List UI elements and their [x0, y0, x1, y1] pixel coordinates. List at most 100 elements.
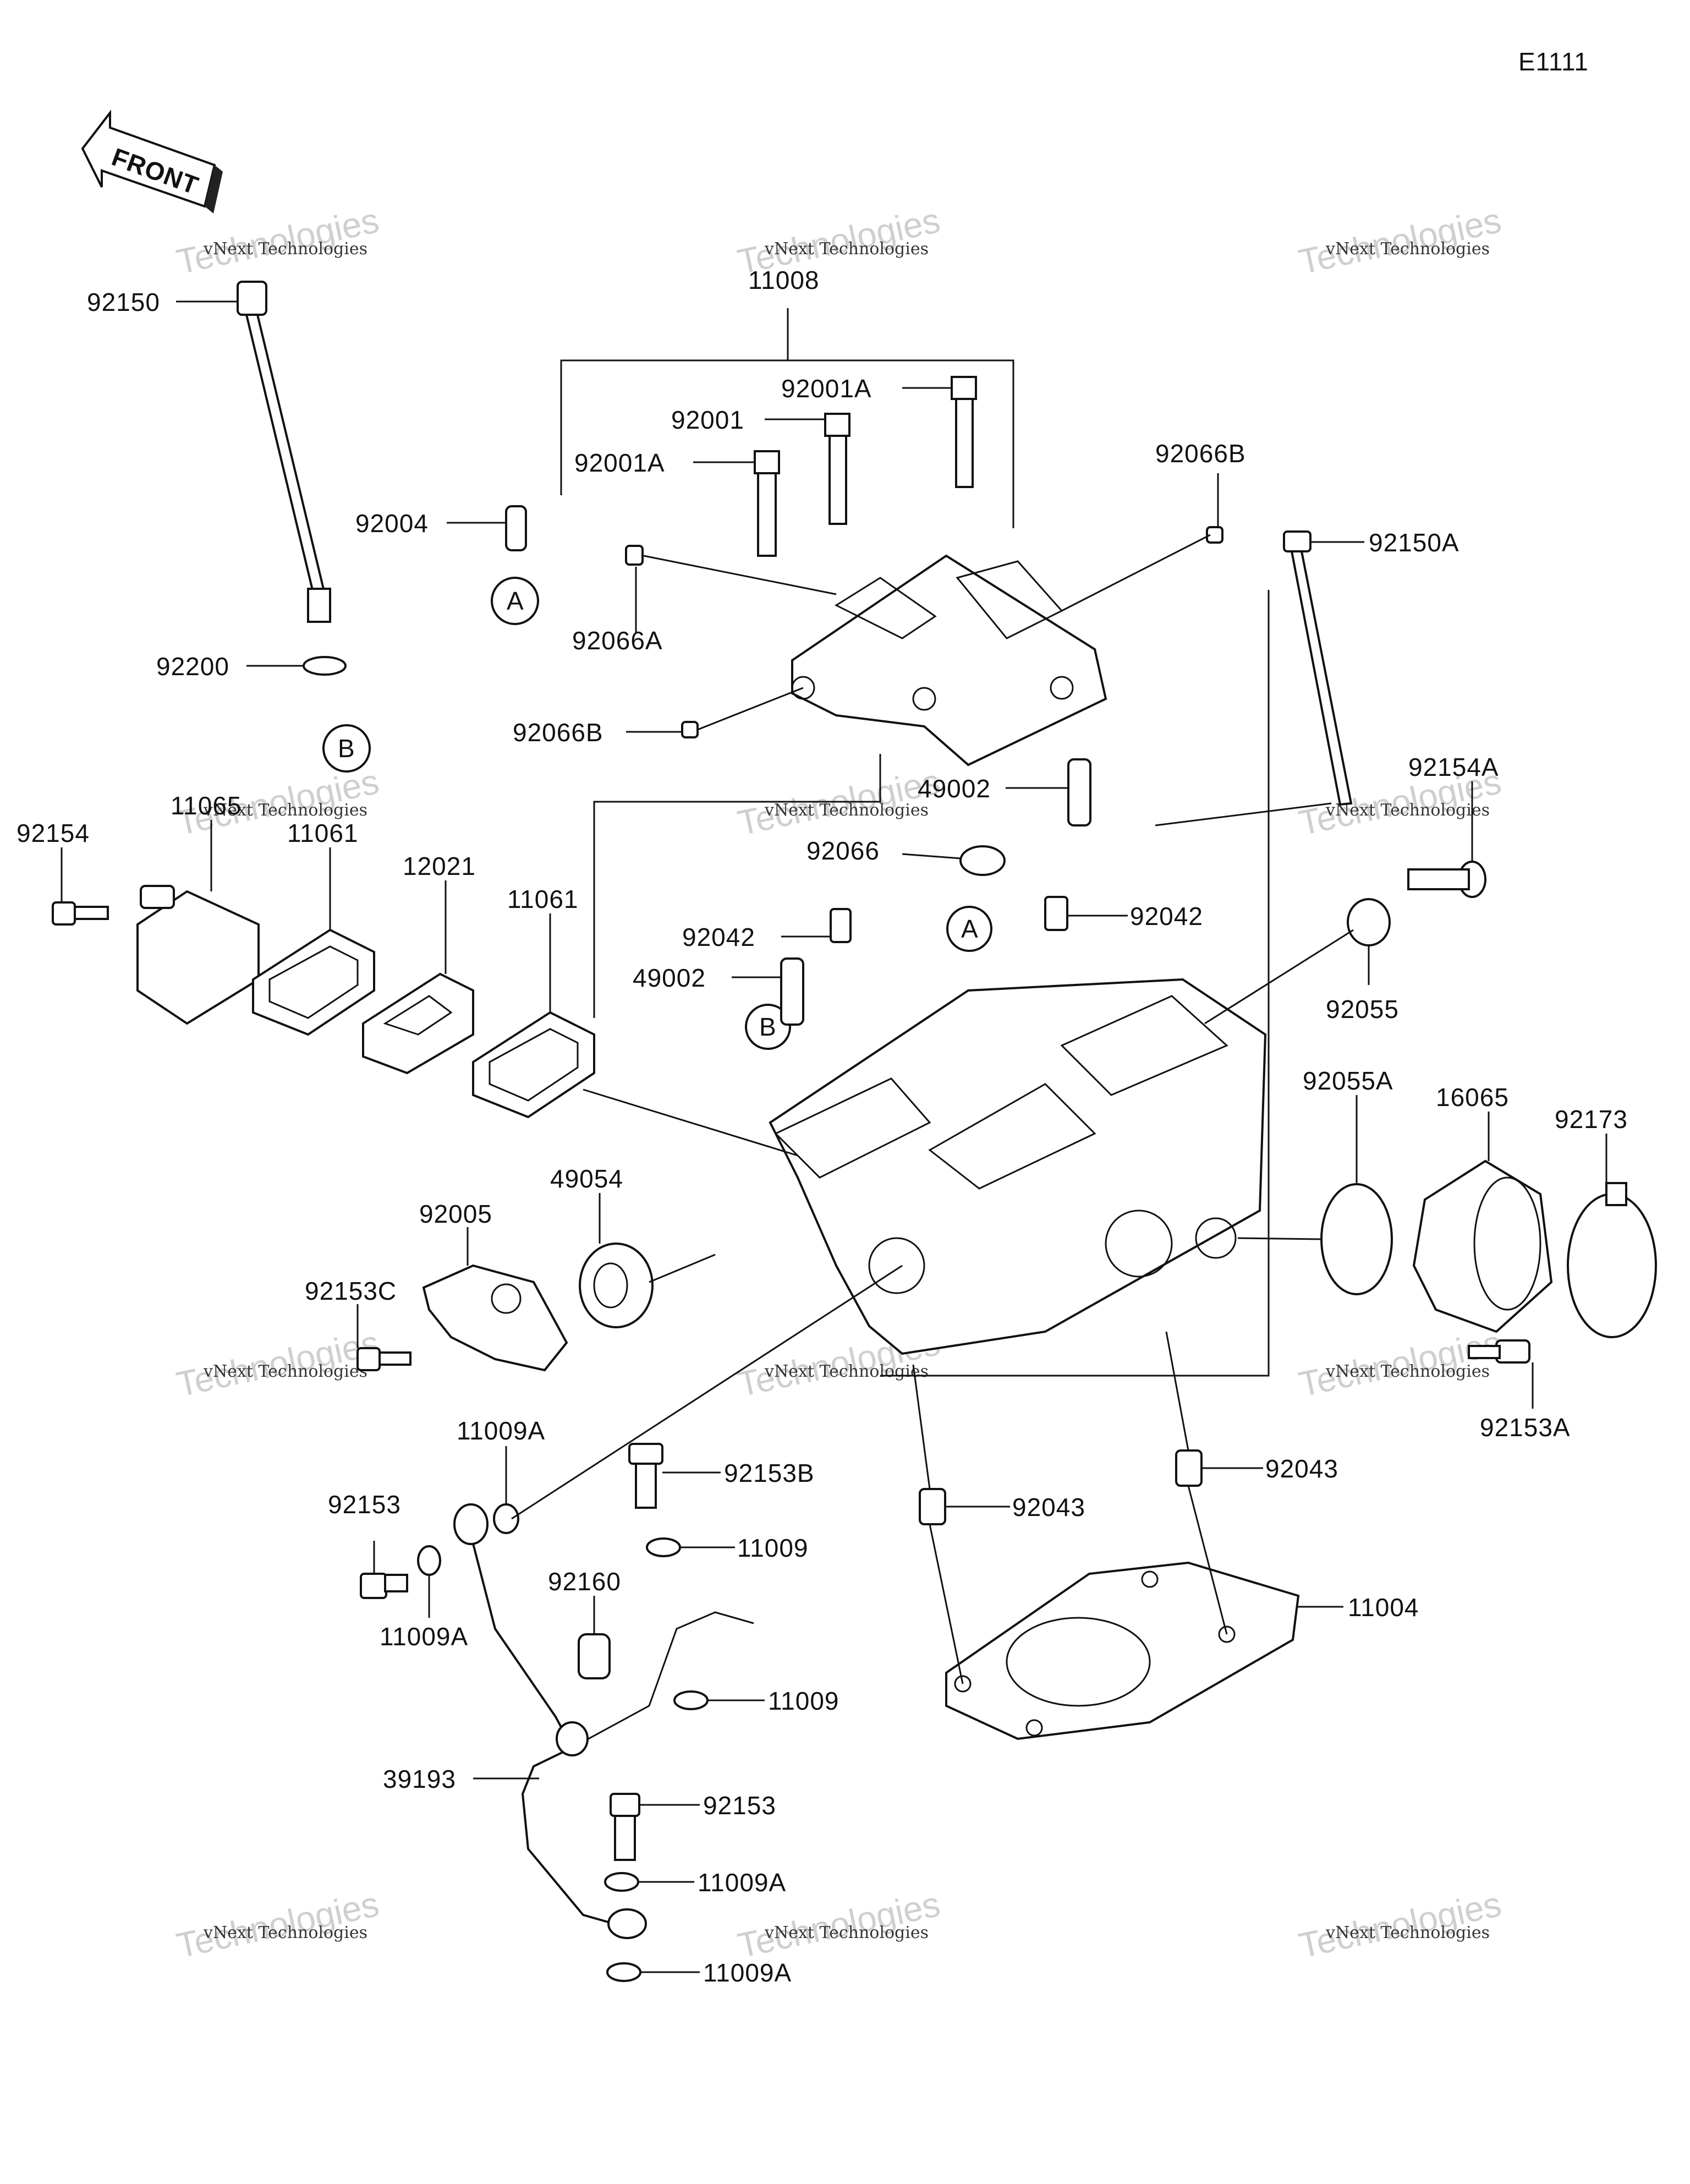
part-label: 92001A	[574, 448, 665, 477]
watermark: Technologies vNext Technologies	[1296, 200, 1505, 282]
part-label: 92042	[1130, 902, 1203, 930]
dowel-92043-left	[919, 1488, 946, 1525]
bolt-92153-bottom	[610, 1793, 640, 1861]
svg-text:vNext Technologies: vNext Technologies	[203, 239, 367, 259]
part-label: 49002	[633, 964, 706, 992]
washer-11009a-mid	[604, 1872, 639, 1892]
thermostat-49054	[579, 1242, 654, 1328]
lifter-49002-left	[780, 957, 804, 1026]
part-label: 49002	[918, 774, 991, 803]
diagram-code: E1111	[1518, 47, 1589, 76]
callout-b-top: B	[322, 724, 371, 773]
part-label: 16065	[1436, 1083, 1509, 1112]
part-label: 11008	[748, 266, 820, 294]
watermark: Technologies vNext Technologies	[173, 1323, 382, 1404]
part-label: 11009A	[457, 1416, 545, 1445]
bolt-92001a-right	[951, 376, 977, 488]
collar-92160	[578, 1633, 611, 1679]
watermark: Technologies vNext Technologies	[173, 200, 382, 282]
throttle-holder-16065	[1412, 1159, 1553, 1333]
part-label: 92154	[17, 819, 90, 847]
bolt-92153-left	[360, 1573, 408, 1599]
part-label: 92001	[671, 406, 744, 434]
bolt-92001	[824, 413, 851, 525]
part-label: 92001A	[781, 374, 872, 403]
svg-text:vNext Technologies: vNext Technologies	[1325, 1923, 1490, 1942]
part-label: 11065	[171, 791, 242, 820]
bolt-92153c	[356, 1347, 411, 1371]
dowel-92066a	[625, 545, 644, 566]
callout-a-top: A	[491, 577, 539, 625]
washer-92200	[303, 656, 347, 676]
dowel-pin-92004	[505, 505, 527, 551]
callout-b-head: B	[745, 1004, 791, 1050]
part-label: 49054	[550, 1164, 623, 1193]
dowel-92066b-bottom	[681, 721, 699, 738]
guide-92042-left	[830, 908, 852, 943]
seal-92055	[1347, 898, 1391, 946]
part-label: 92150	[87, 288, 160, 316]
stud-bolt-92150a	[1283, 530, 1353, 806]
bolt-92153b	[628, 1443, 663, 1509]
head-gasket-11004	[945, 1561, 1300, 1740]
gasket-11061-right	[472, 1011, 595, 1119]
watermark: Technologies vNext Technologies	[173, 1884, 382, 1966]
svg-text:A: A	[961, 915, 979, 943]
svg-text:B: B	[338, 734, 355, 763]
oil-pipe-39193	[453, 1503, 754, 1939]
part-label: 92153A	[1480, 1413, 1571, 1442]
part-label: 11061	[287, 819, 359, 847]
reed-cover-11065	[136, 885, 260, 1025]
washer-11009-lower	[673, 1690, 709, 1710]
screw-92153a	[1468, 1339, 1530, 1364]
part-label: 92200	[156, 652, 229, 681]
part-label: 92153C	[305, 1277, 397, 1305]
dowel-92066b-top	[1206, 526, 1223, 544]
washer-11009a-upper	[493, 1503, 519, 1534]
part-label: 92066A	[572, 626, 663, 655]
svg-text:vNext Technologies: vNext Technologies	[203, 1923, 367, 1942]
washer-11009a-left	[417, 1545, 441, 1576]
svg-text:vNext Technologies: vNext Technologies	[1325, 801, 1490, 820]
svg-text:B: B	[759, 1012, 777, 1041]
part-label: 92153	[328, 1490, 401, 1519]
callout-a-head: A	[946, 906, 992, 952]
part-label: 11009A	[380, 1622, 468, 1651]
part-label: 11004	[1348, 1593, 1419, 1622]
seal-92066	[959, 845, 1006, 876]
camshaft-holder	[791, 554, 1107, 767]
part-label: 11061	[507, 885, 579, 913]
watermark: Technologies vNext Technologies	[1296, 1884, 1505, 1966]
part-label: 92066B	[513, 718, 603, 747]
watermark: Technologies vNext Technologies	[1296, 1323, 1505, 1404]
clamp-92173	[1567, 1182, 1657, 1338]
part-label: 39193	[383, 1765, 456, 1793]
part-label: 12021	[403, 852, 476, 880]
svg-text:A: A	[507, 587, 524, 615]
part-label: 92042	[682, 923, 755, 951]
part-label: 92004	[355, 509, 429, 538]
bolt-92154a	[1407, 861, 1486, 898]
cylinder-head	[769, 978, 1267, 1355]
svg-text:vNext Technologies: vNext Technologies	[1325, 1362, 1490, 1381]
svg-text:vNext Technologies: vNext Technologies	[764, 801, 929, 820]
water-fitting-92005	[422, 1264, 568, 1372]
lifter-49002-top	[1067, 758, 1091, 826]
part-label: 11009A	[698, 1868, 786, 1897]
svg-text:vNext Technologies: vNext Technologies	[203, 801, 367, 820]
stud-bolt-92150	[237, 281, 332, 623]
svg-text:vNext Technologies: vNext Technologies	[764, 239, 929, 259]
bolt-92001a-left	[754, 450, 780, 557]
front-arrow: FRONT	[81, 110, 223, 214]
part-label: 92173	[1555, 1105, 1628, 1134]
svg-text:vNext Technologies: vNext Technologies	[203, 1362, 367, 1381]
part-label: 11009	[737, 1534, 809, 1562]
part-label: 92153B	[724, 1459, 815, 1487]
part-label: 92150A	[1369, 528, 1459, 557]
part-labels: 92150 11008 92001A 92001 92001A 92066B 9…	[17, 266, 1628, 1987]
svg-text:vNext Technologies: vNext Technologies	[1325, 239, 1490, 259]
svg-text:vNext Technologies: vNext Technologies	[764, 1362, 929, 1381]
part-label: 92055	[1326, 995, 1399, 1023]
leader-lines	[61, 300, 1607, 1973]
